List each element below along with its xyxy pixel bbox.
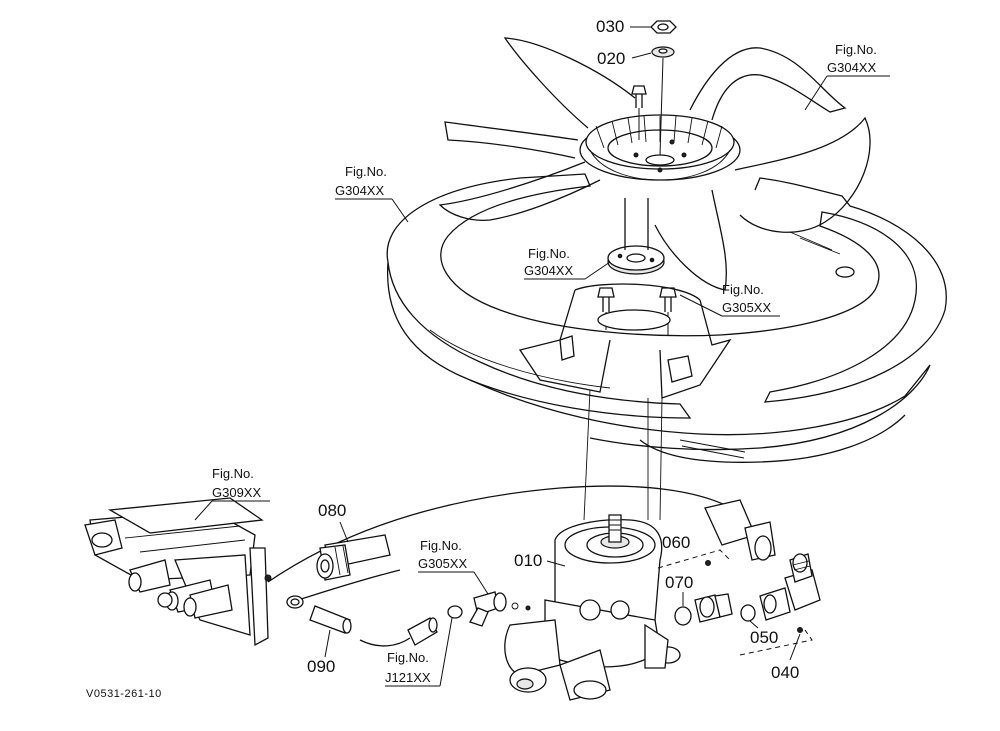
fig-ref-code: G304XX [335,183,384,198]
washer-020 [651,46,675,58]
pump-bracket [518,283,732,399]
label-050: 050 [749,620,778,647]
fig-ref-g304-top-right: Fig.No. G304XX [804,42,890,111]
part-number-060: 060 [662,533,690,552]
fig-ref-label: Fig.No. [345,164,387,179]
part-number-040: 040 [771,663,799,682]
drawing-id: V0531-261-10 [86,688,162,700]
fig-ref-label: Fig.No. [212,466,254,481]
hose-clamp [286,595,304,609]
label-070: 070 [665,573,693,606]
fig-ref-code: G305XX [722,300,771,315]
oring-050 [740,604,756,622]
label-090: 090 [307,629,335,676]
hub-bolt [631,85,647,108]
label-040: 040 [771,633,801,682]
fig-ref-g305-elbow: Fig.No. G305XX [418,538,489,595]
label-060: 060 [662,533,690,552]
part-number-020: 020 [597,49,625,68]
fig-ref-g304-center: Fig.No. G304XX [524,246,611,280]
fig-ref-label: Fig.No. [528,246,570,261]
fig-ref-g309-valve: Fig.No. G309XX [194,466,270,521]
fig-ref-code: G304XX [827,60,876,75]
fig-ref-j121-hose: Fig.No. J121XX [385,617,453,687]
part-number-010: 010 [514,551,542,570]
oring-070 [674,606,692,626]
fan-spacer [607,245,665,275]
control-valve [84,497,272,647]
hose-090 [309,605,352,634]
bracket-bolt-left [597,287,615,312]
label-030: 030 [596,17,651,36]
fig-ref-g304-left: Fig.No. G304XX [335,164,409,223]
fig-ref-label: Fig.No. [722,282,764,297]
fig-ref-code: J121XX [385,670,431,685]
fig-ref-label: Fig.No. [387,650,429,665]
nut-030 [650,20,677,34]
label-080: 080 [318,501,349,543]
hose-short [407,605,463,646]
bracket-bolt-right [659,287,677,312]
fan-blades [438,37,871,291]
part-number-050: 050 [750,628,778,647]
fig-ref-code: G309XX [212,485,261,500]
elbow-040 [759,553,821,633]
fig-ref-g305-bracket: Fig.No. G305XX [679,282,780,317]
elbow-fitting [469,591,531,627]
part-number-080: 080 [318,501,346,520]
part-number-090: 090 [307,657,335,676]
fig-ref-code: G305XX [418,556,467,571]
part-number-070: 070 [665,573,693,592]
hydraulic-pump [504,514,681,701]
adapter-060 [694,560,733,623]
fig-ref-label: Fig.No. [420,538,462,553]
label-010: 010 [514,551,566,570]
hose-end-right [704,499,776,561]
fan-shroud [386,173,947,463]
label-020: 020 [597,49,652,68]
hose-080 [316,534,391,581]
fig-ref-code: G304XX [524,263,573,278]
part-number-030: 030 [596,17,624,36]
fig-ref-label: Fig.No. [835,42,877,57]
